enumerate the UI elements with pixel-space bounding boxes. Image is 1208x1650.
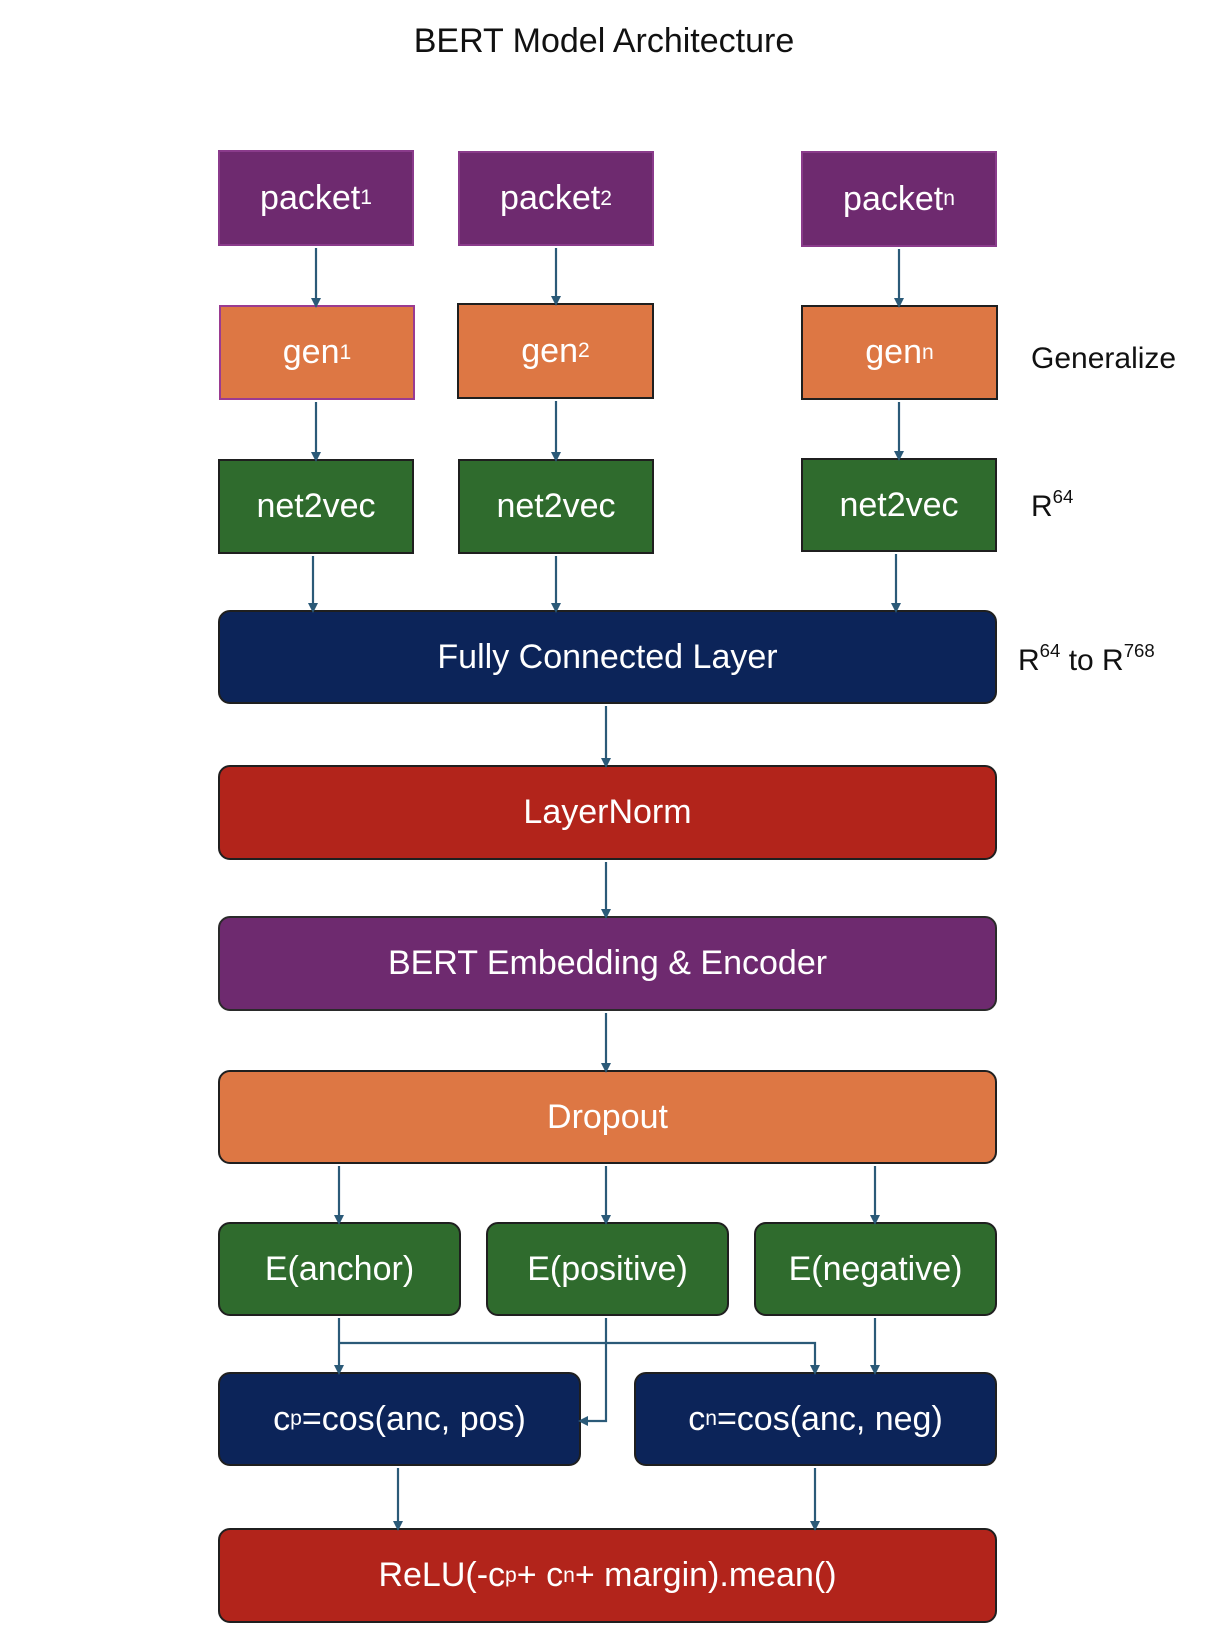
cosine-positive-formula: =cos(anc, pos) bbox=[301, 1399, 526, 1438]
r64-to-r768-sup1: 64 bbox=[1039, 640, 1061, 661]
dropout-box: Dropout bbox=[218, 1070, 997, 1164]
net2vec-1-box: net2vec bbox=[218, 459, 414, 554]
loss-mid: + c bbox=[516, 1556, 564, 1594]
bert-embedding-encoder-box: BERT Embedding & Encoder bbox=[218, 916, 997, 1011]
r64-superscript: 64 bbox=[1052, 486, 1074, 507]
diagram-title: BERT Model Architecture bbox=[413, 22, 795, 60]
generalize-label: Generalize bbox=[1031, 342, 1177, 375]
loss-sub-p: p bbox=[505, 1563, 517, 1587]
gen-n-subscript: n bbox=[922, 340, 934, 364]
r64-to-r768-mid: to R bbox=[1060, 644, 1124, 678]
embedding-anchor-box: E(anchor) bbox=[218, 1222, 461, 1316]
gen-2-label: gen bbox=[521, 331, 578, 370]
r64-base: R bbox=[1031, 490, 1053, 524]
packet-n-subscript: n bbox=[943, 187, 955, 210]
gen-1-label: gen bbox=[282, 333, 340, 371]
r64-to-r768-base1: R bbox=[1018, 644, 1040, 678]
gen-2-subscript: 2 bbox=[578, 339, 590, 362]
packet-2-label: packet bbox=[500, 179, 601, 217]
embedding-negative-box: E(negative) bbox=[754, 1222, 997, 1316]
r64-label: R64 bbox=[1031, 486, 1073, 524]
r64-to-r768-sup2: 768 bbox=[1123, 640, 1155, 661]
net2vec-n-box: net2vec bbox=[801, 458, 997, 552]
gen-1-subscript: 1 bbox=[339, 340, 352, 364]
cosine-negative-subscript: n bbox=[705, 1407, 717, 1430]
packet-1-label: packet bbox=[260, 178, 361, 217]
loss-post: + margin).mean() bbox=[574, 1556, 837, 1594]
gen-n-label: gen bbox=[865, 333, 922, 371]
embedding-positive-box: E(positive) bbox=[486, 1222, 729, 1316]
fully-connected-layer-box: Fully Connected Layer bbox=[218, 610, 997, 704]
packet-2-subscript: 2 bbox=[600, 186, 612, 210]
packet-1-subscript: 1 bbox=[360, 186, 372, 209]
cosine-negative-formula: =cos(anc, neg) bbox=[716, 1399, 943, 1438]
packet-n-label: packet bbox=[843, 179, 944, 218]
layernorm-box: LayerNorm bbox=[218, 765, 997, 860]
loss-sub-n: n bbox=[563, 1563, 575, 1587]
loss-pre: ReLU(-c bbox=[378, 1556, 506, 1594]
cosine-positive-subscript: p bbox=[290, 1407, 302, 1430]
net2vec-2-box: net2vec bbox=[458, 459, 654, 554]
arrow-positive-cp bbox=[578, 1318, 608, 1426]
cosine-negative-c: c bbox=[688, 1399, 706, 1438]
cosine-positive-c: c bbox=[273, 1399, 291, 1438]
r64-to-r768-label: R64 to R768 bbox=[1018, 640, 1155, 678]
arrow-anchor-cn bbox=[339, 1341, 820, 1375]
